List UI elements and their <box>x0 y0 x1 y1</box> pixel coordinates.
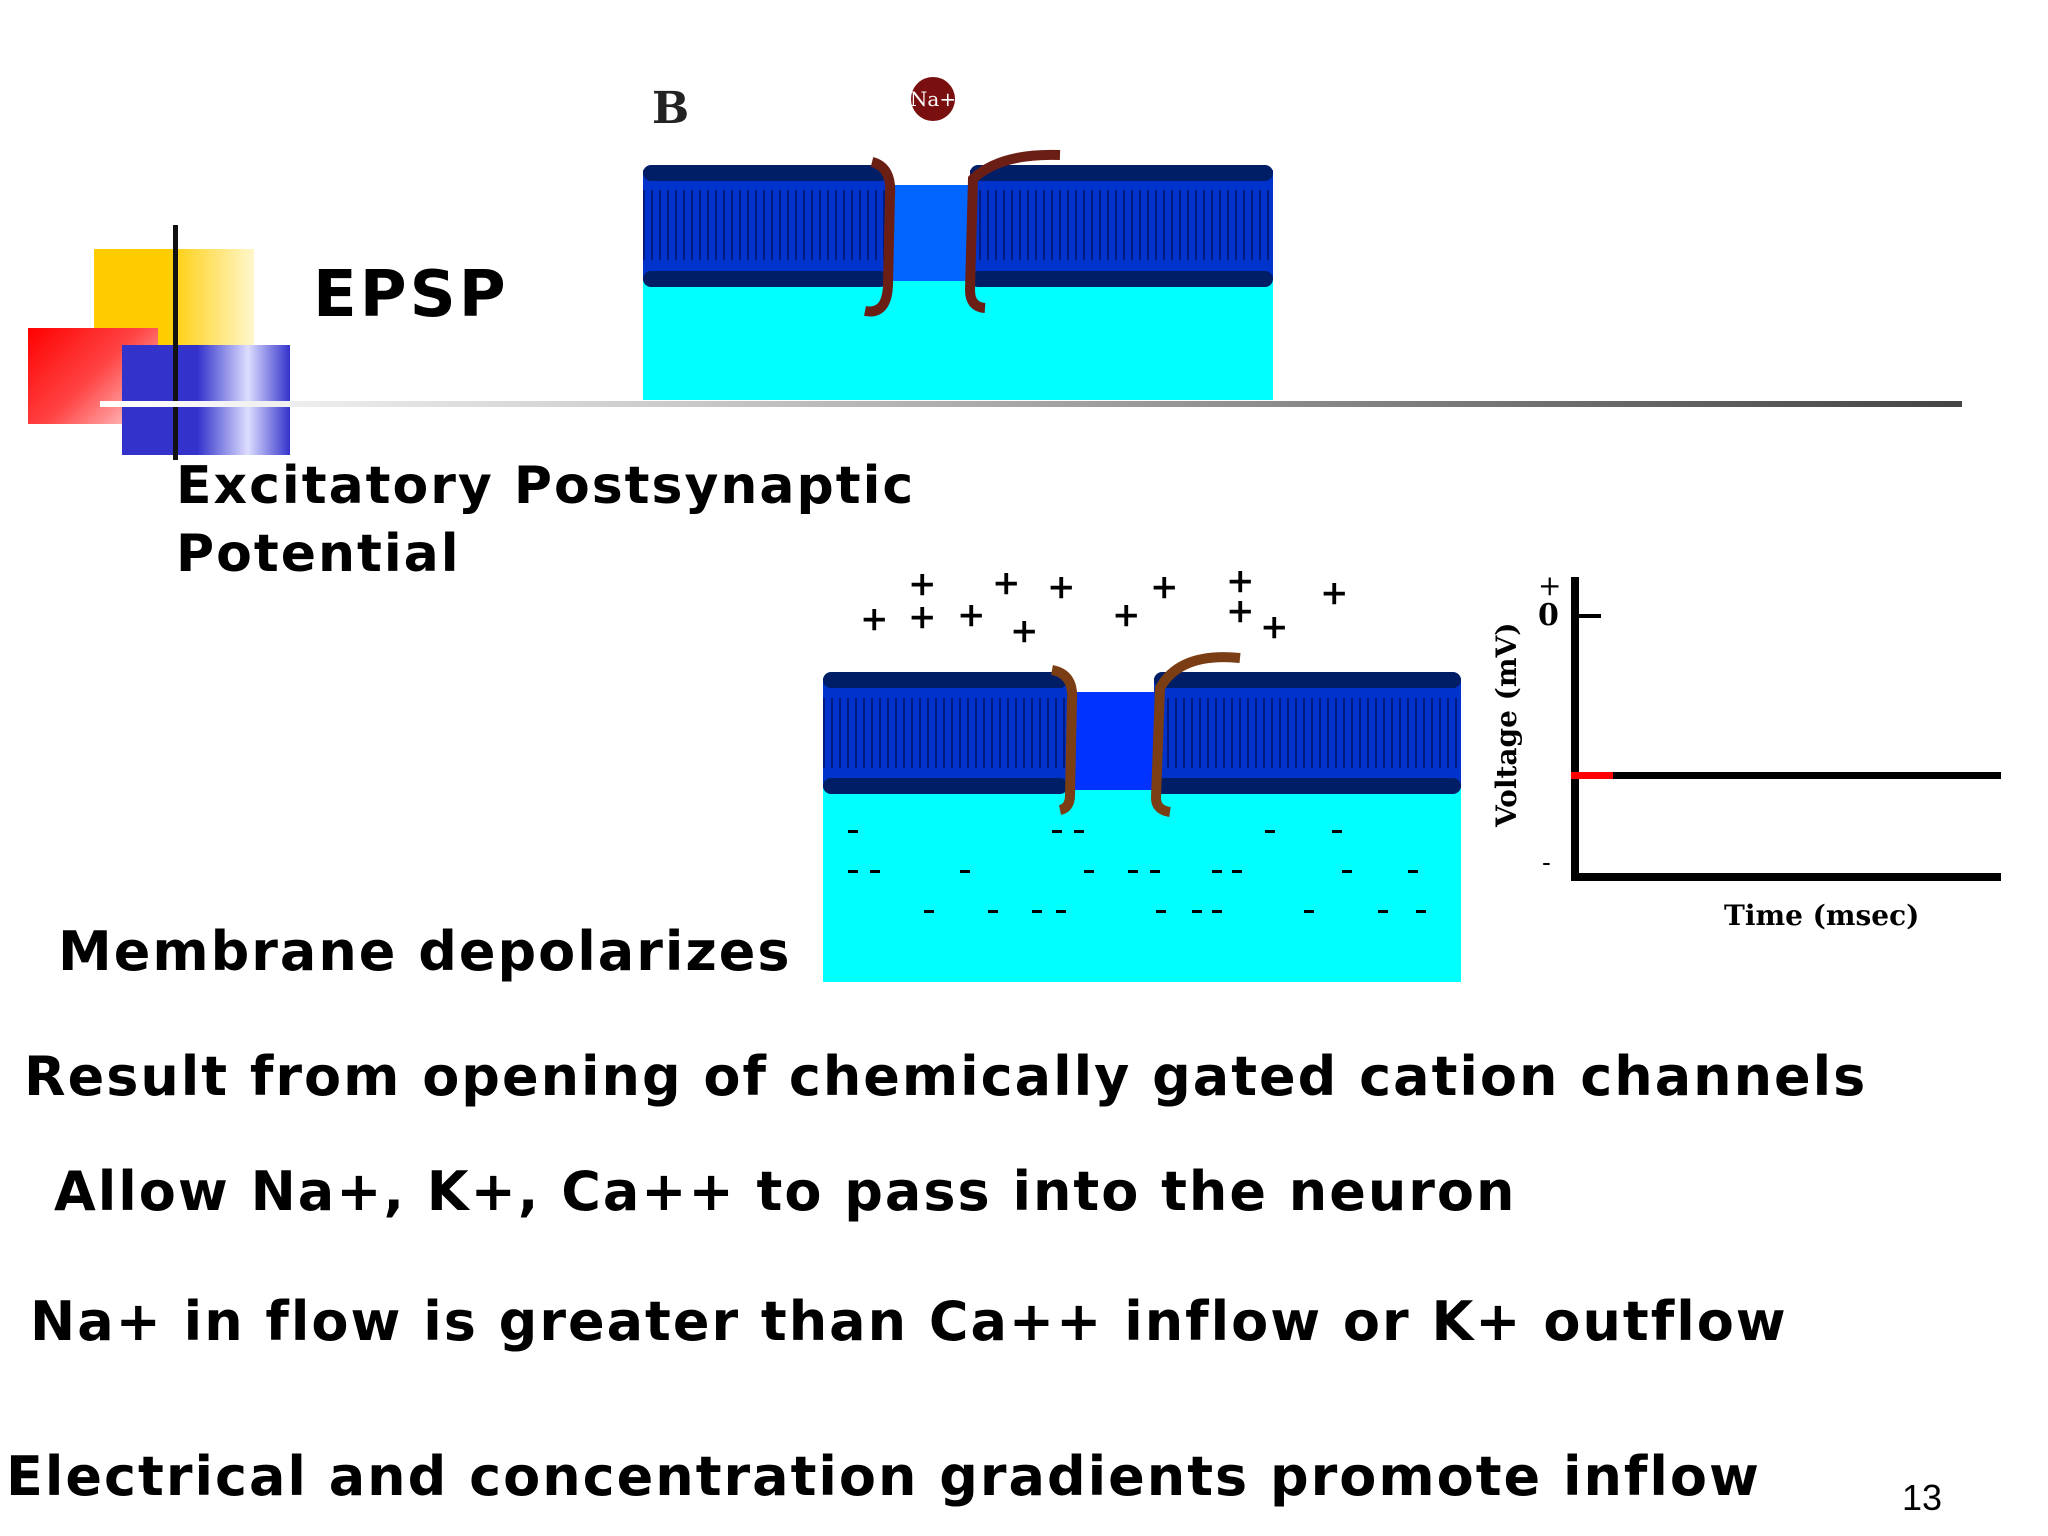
svg-text:+: + <box>1226 570 1255 601</box>
membrane-right-top <box>970 165 1273 287</box>
zero-tick-mark <box>1579 614 1601 618</box>
voltage-trace <box>1579 772 2001 779</box>
membrane-diagram-top: B Na+ <box>643 77 1273 400</box>
channel-protein-right-top <box>964 149 1061 313</box>
svg-text:+: + <box>908 570 937 604</box>
channel-protein-right-bottom <box>1150 652 1241 817</box>
tick-plus: + <box>1538 569 1561 602</box>
svg-text:+: + <box>957 595 986 635</box>
bullet-1: Result from opening of chemically gated … <box>24 1045 1868 1108</box>
membrane-left-top <box>643 165 888 287</box>
svg-text:+: + <box>908 597 937 637</box>
na-ion: Na+ <box>910 77 956 121</box>
slide-logo <box>26 225 296 460</box>
page-number: 13 <box>1902 1477 1943 1518</box>
svg-text:+: + <box>1320 573 1349 613</box>
extracellular-fluid-bottom <box>823 787 1461 982</box>
slide-title: EPSP <box>313 258 509 332</box>
channel-pore-bottom <box>1068 692 1154 790</box>
bullet-4: Electrical and concentration gradients p… <box>6 1445 1761 1508</box>
na-ion-label: Na+ <box>910 87 956 111</box>
title-divider-line <box>100 401 1962 407</box>
subtitle-line-2: Potential <box>176 524 461 584</box>
graph-xlabel: Time (msec) <box>1724 899 1919 932</box>
svg-text:+: + <box>992 570 1021 603</box>
membrane-left-bottom <box>823 672 1068 794</box>
svg-text:+: + <box>1226 591 1255 631</box>
svg-text:+: + <box>1260 607 1289 647</box>
svg-text:+: + <box>1010 611 1039 651</box>
channel-protein-left-top <box>864 157 896 317</box>
slide-subtitle: Excitatory Postsynaptic Potential <box>176 452 915 588</box>
membrane-right-bottom <box>1154 672 1461 794</box>
extracellular-fluid-top <box>643 280 1273 400</box>
voltage-time-graph: Voltage (mV) + 0 - Time (msec) <box>1490 569 2001 932</box>
svg-text:+: + <box>860 599 889 639</box>
panel-label-b: B <box>652 83 689 134</box>
tick-zero: 0 <box>1538 598 1559 633</box>
membrane-diagram-bottom: +++ +++ +++ +++ + <box>823 570 1461 982</box>
svg-text:+: + <box>1112 595 1141 635</box>
subtitle-line-1: Excitatory Postsynaptic <box>176 456 916 516</box>
svg-text:+: + <box>1150 570 1179 607</box>
graph-ylabel: Voltage (mV) <box>1490 622 1523 828</box>
positive-charges: +++ +++ +++ +++ + <box>860 570 1349 651</box>
channel-pore-top <box>890 185 972 281</box>
tick-minus: - <box>1542 848 1551 878</box>
resting-marker <box>1571 772 1613 779</box>
bullet-3: Na+ in flow is greater than Ca++ inflow … <box>30 1290 1788 1353</box>
logo-blue-square <box>122 345 290 455</box>
caption-membrane-depolarizes: Membrane depolarizes <box>58 920 792 983</box>
channel-protein-left-bottom <box>1050 665 1078 815</box>
bullet-2: Allow Na+, K+, Ca++ to pass into the neu… <box>54 1160 1517 1223</box>
y-axis <box>1571 577 1579 881</box>
svg-text:+: + <box>1047 570 1076 607</box>
x-axis <box>1571 873 2001 881</box>
logo-vertical-line <box>173 225 178 460</box>
negative-charges <box>848 830 1426 913</box>
